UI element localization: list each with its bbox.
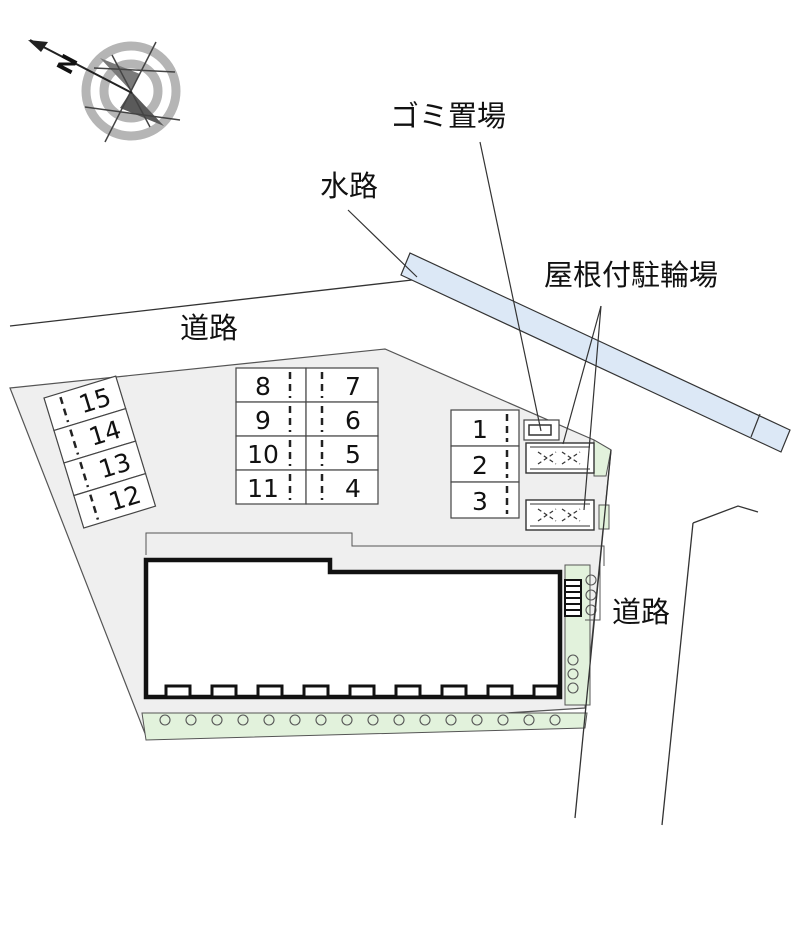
- parking-space: [73, 472, 157, 529]
- label-road-top: 道路: [180, 311, 238, 345]
- compass-rose-icon: N: [28, 39, 181, 143]
- parking-space: [235, 367, 307, 403]
- waterway-divider: [750, 413, 761, 438]
- garbage-area: [523, 419, 560, 441]
- leader-waterway: [347, 209, 418, 278]
- road-right-edge-site: [574, 449, 612, 819]
- leader-bike-2: [583, 305, 602, 511]
- parking-center-left: 8 9 10 11: [235, 367, 307, 505]
- parking-left-group: 15 14 13 12: [43, 375, 157, 529]
- stairs: [564, 579, 582, 617]
- parking-space: [305, 367, 379, 403]
- leader-bike-1: [562, 305, 602, 445]
- walkway-outline: [145, 532, 605, 566]
- parking-number: 10: [247, 440, 279, 469]
- parking-space: [305, 469, 379, 505]
- parking-number: 3: [472, 487, 488, 516]
- walkway-right-2: [585, 560, 601, 621]
- parking-center-right: 7 6 5 4: [305, 367, 379, 505]
- parking-number: 11: [247, 474, 279, 503]
- label-waterway: 水路: [320, 169, 378, 203]
- parking-number: 2: [472, 451, 488, 480]
- building-balconies: [164, 684, 560, 699]
- label-bike-parking: 屋根付駐輪場: [544, 258, 718, 292]
- road-right-edge-outer: [692, 505, 759, 524]
- label-garbage-area: ゴミ置場: [390, 99, 506, 133]
- parking-number: 9: [255, 406, 271, 435]
- parking-number: 1: [472, 415, 488, 444]
- parking-number: 8: [255, 372, 271, 401]
- parking-space: [305, 401, 379, 437]
- green-strip-bottom: [141, 712, 588, 741]
- parking-right-block: 1 2 3: [450, 409, 520, 519]
- road-right-edge-inner: [661, 522, 694, 826]
- parking-space: [305, 435, 379, 471]
- road-top-edge: [9, 279, 413, 327]
- waterway: [400, 252, 791, 453]
- shrub-row-bottom: [159, 714, 561, 726]
- bike-parking-1: [525, 442, 595, 474]
- parking-number: 6: [345, 406, 361, 435]
- parking-number: 4: [345, 474, 361, 503]
- parking-number: 5: [345, 440, 361, 469]
- parking-space: [235, 401, 307, 437]
- shrub-column-right: [567, 574, 597, 694]
- parking-number: 7: [345, 372, 361, 401]
- label-road-right: 道路: [612, 595, 670, 629]
- bike-parking-2: [525, 499, 595, 531]
- leader-garbage: [479, 141, 542, 432]
- building-footprint: [143, 557, 563, 700]
